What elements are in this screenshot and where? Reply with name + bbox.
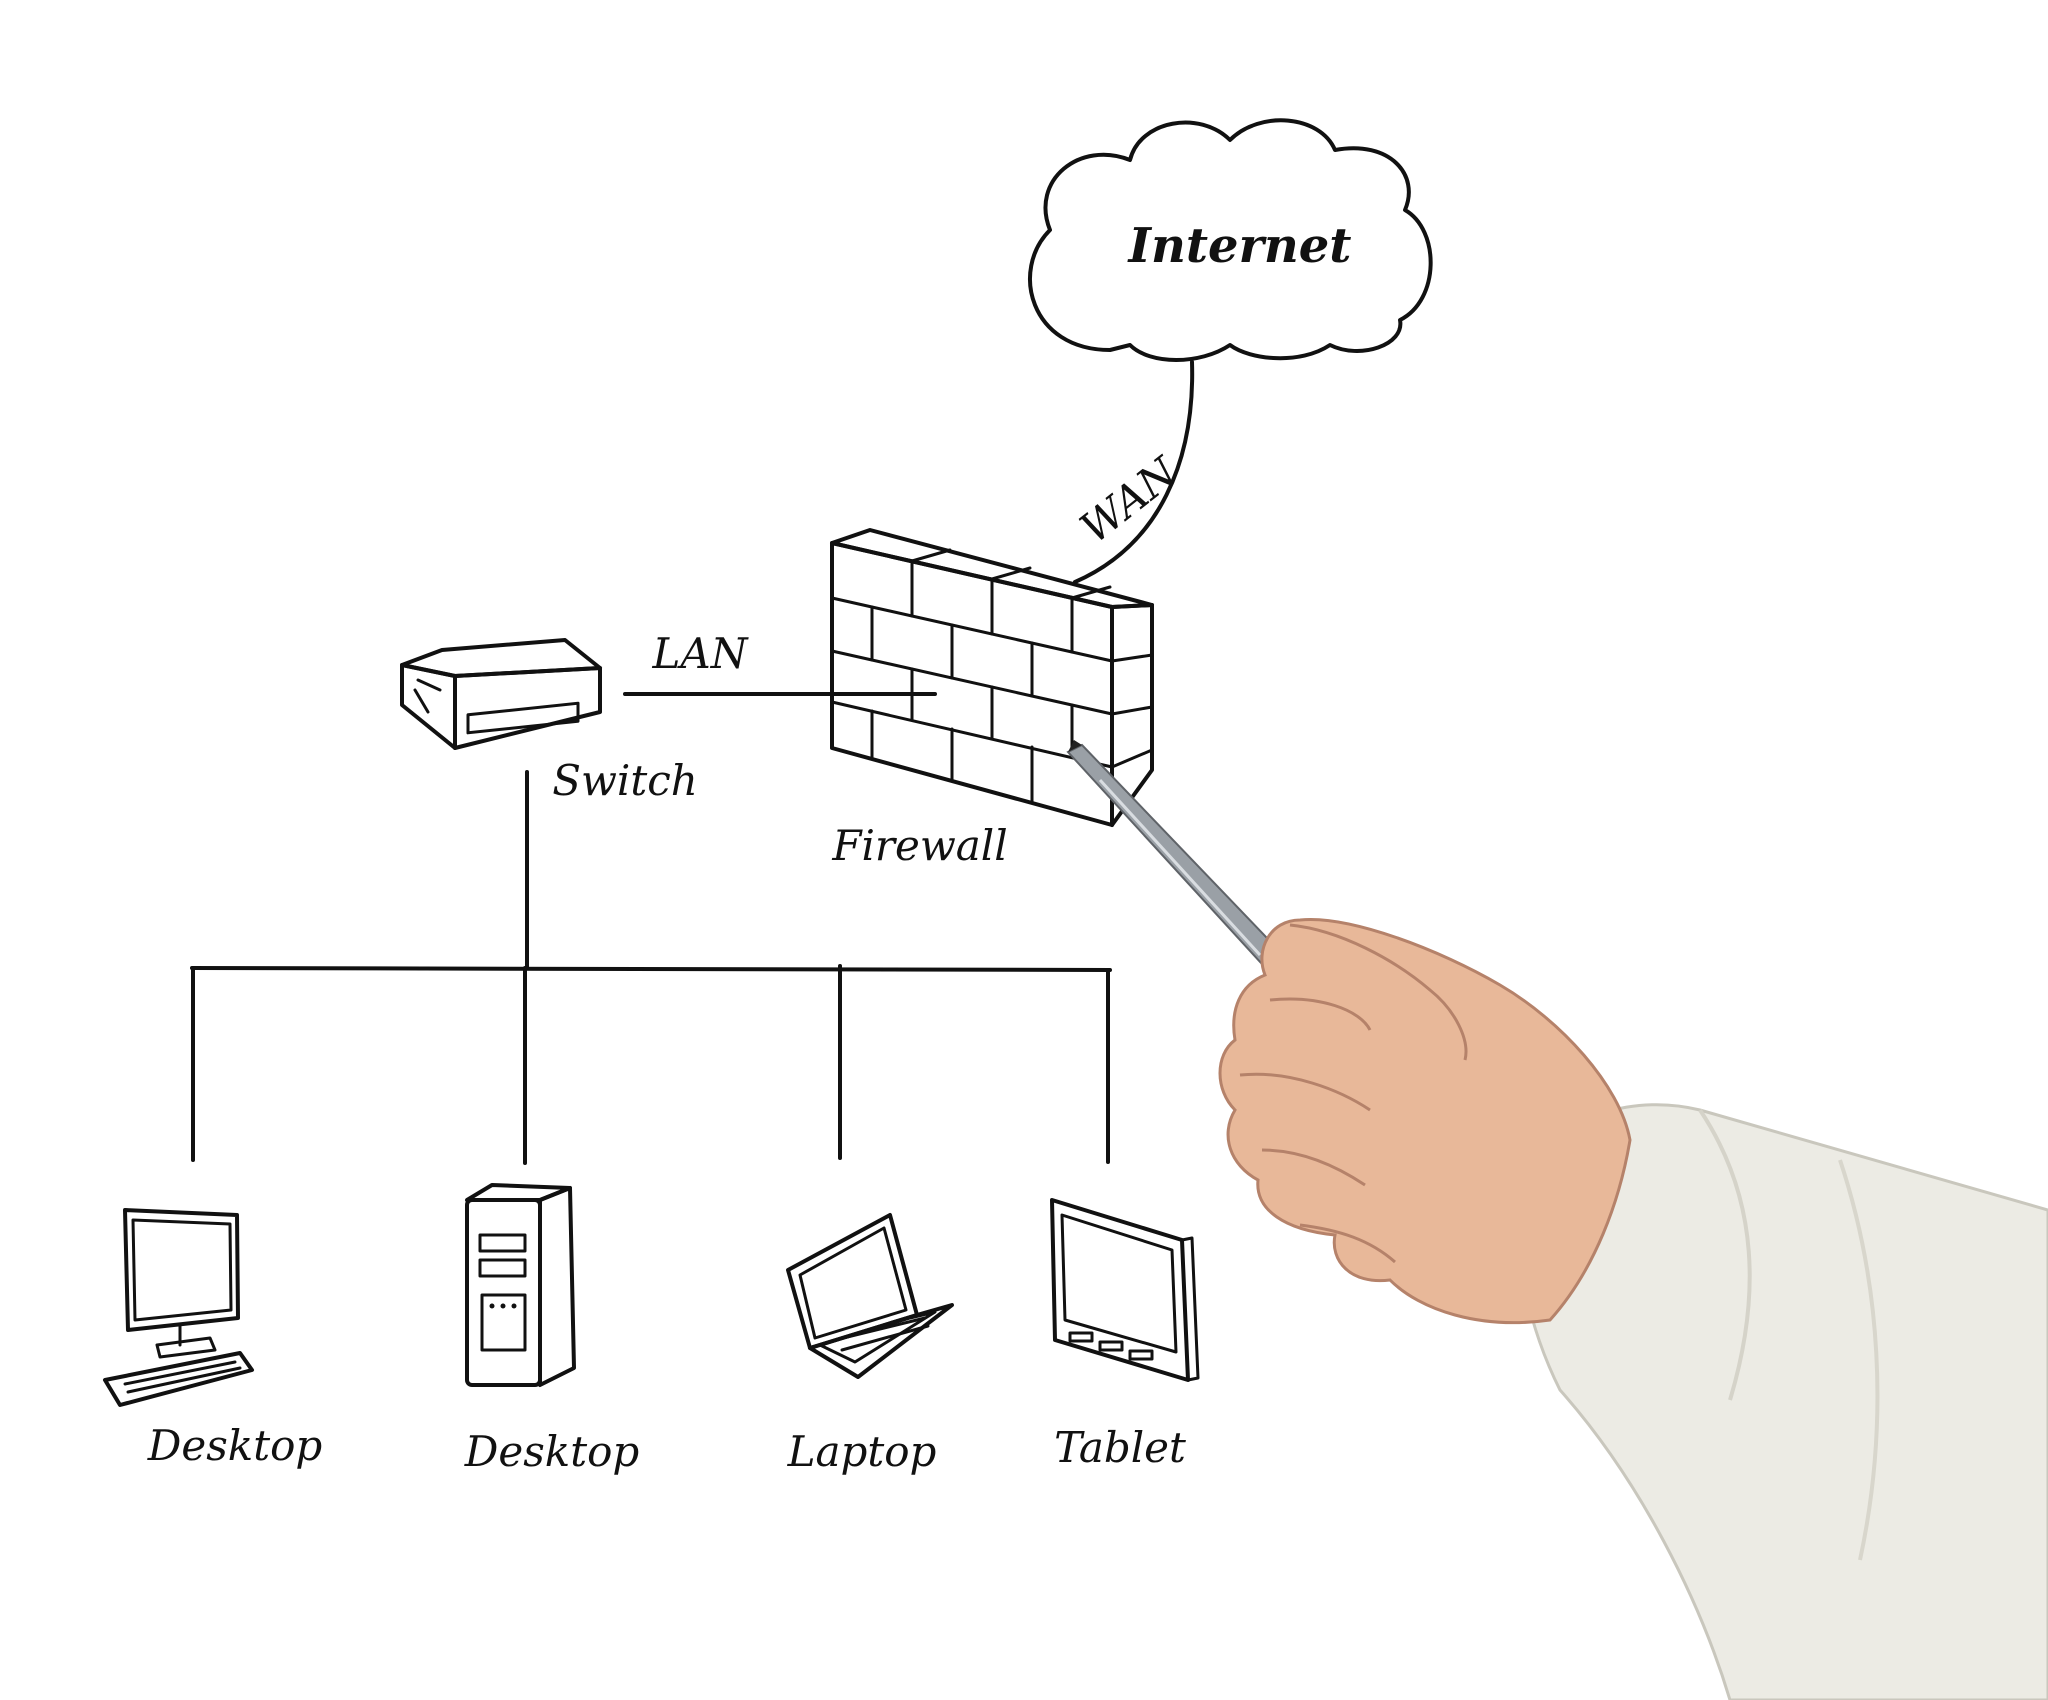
hand-with-pen [1066,740,2048,1700]
tower-pc-icon [465,1183,576,1387]
firewall-label: Firewall [831,821,1007,870]
switch-label: Switch [552,756,698,805]
wan-label: WAN [1071,447,1187,553]
tablet-label: Tablet [1054,1423,1186,1472]
connection-tree [190,770,1112,1165]
desktop-tower-label: Desktop [464,1427,640,1476]
monitor-icon [103,1208,254,1407]
brick-wall-icon [830,528,1154,827]
tablet-icon [1050,1198,1200,1382]
lan-label: LAN [652,629,749,678]
wan-link-line [1073,360,1195,584]
internet-label: Internet [1127,218,1352,274]
cloud-icon [1028,118,1433,362]
network-switch-icon [400,638,602,750]
laptop-icon [786,1213,954,1379]
desktop-monitor-label: Desktop [147,1421,323,1470]
laptop-label: Laptop [787,1427,937,1476]
